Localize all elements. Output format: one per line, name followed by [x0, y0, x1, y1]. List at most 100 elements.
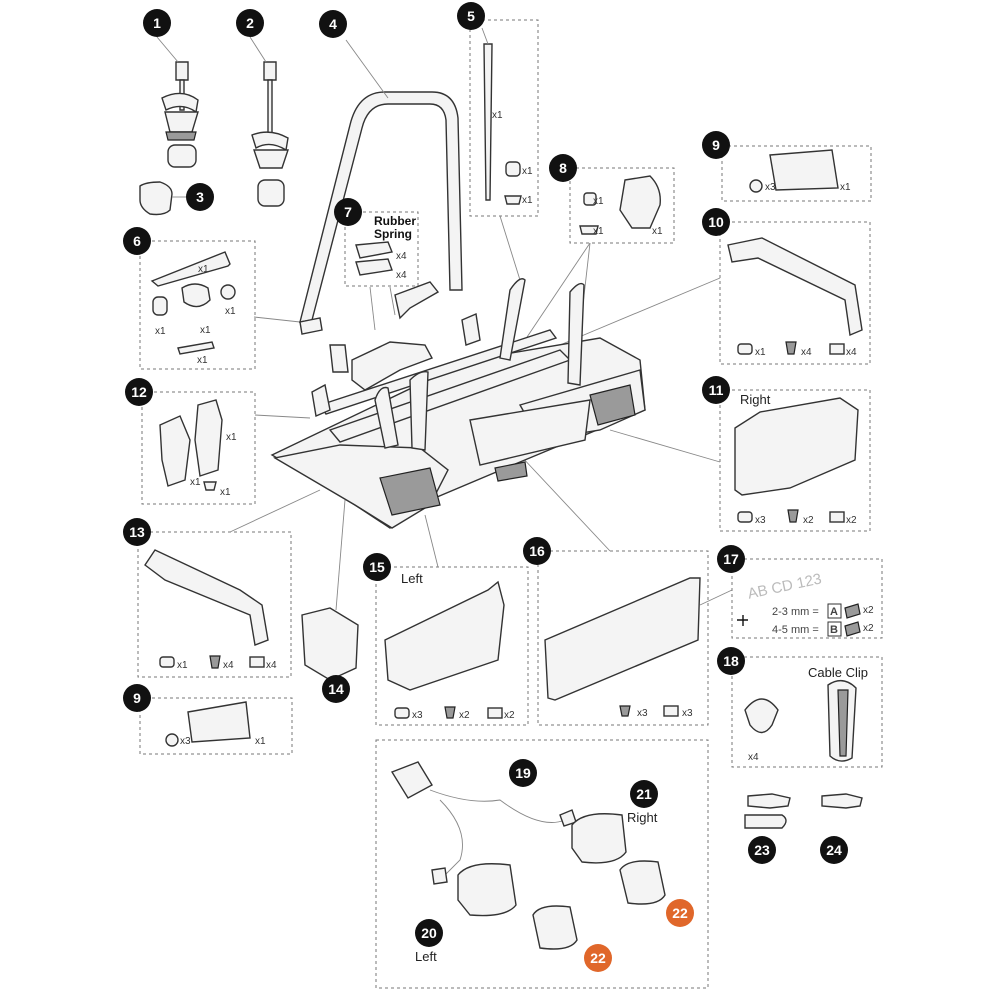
frame-part-7: [344, 211, 419, 287]
qty-p15-rivet: x2: [459, 710, 470, 721]
part-16-rear-plate: [544, 577, 701, 717]
part-20-left-light: [457, 863, 517, 917]
svg-text:20: 20: [421, 925, 437, 941]
cable-clip-label: Cable Clip: [808, 665, 868, 680]
svg-text:17: 17: [723, 551, 739, 567]
callout-22a: 22: [584, 944, 612, 972]
qty-p12-b: x1: [226, 432, 237, 443]
svg-text:1: 1: [153, 15, 161, 31]
qty-p16-rivet: x3: [637, 708, 648, 719]
part-22-lens-right: [619, 860, 666, 905]
svg-text:18: 18: [723, 653, 739, 669]
callout-12: 12: [125, 378, 153, 406]
part-6-tool-kit: [150, 251, 236, 355]
svg-text:7: 7: [344, 204, 352, 220]
svg-text:4: 4: [329, 16, 337, 32]
qty-p9a-part: x1: [840, 182, 851, 193]
frame-part-10: [719, 221, 871, 365]
left-label-15: Left: [401, 571, 423, 586]
svg-text:16: 16: [529, 543, 545, 559]
qty-p5-screw: x1: [522, 195, 533, 206]
part-2-long-frame-holder: [249, 36, 289, 207]
callout-4: 4: [319, 10, 347, 38]
qty-p11-nut: x2: [846, 515, 857, 526]
callout-2: 2: [236, 9, 264, 37]
callout-9a: 9: [702, 131, 730, 159]
bike-carrier-body: [270, 278, 646, 529]
frame-part-9b: [139, 697, 293, 755]
qty-p12-a: x1: [190, 477, 201, 488]
part-5-strap-kit: [481, 27, 522, 205]
part-12-clamp-brackets: [159, 399, 223, 491]
leader-lines: [229, 215, 733, 611]
part-9a-bracket: [749, 149, 839, 193]
callout-11: 11: [702, 376, 730, 404]
left-label-20: Left: [415, 949, 437, 964]
callout-10: 10: [702, 208, 730, 236]
qty-p15-screw: x3: [412, 710, 423, 721]
qty-p13-screw: x1: [177, 660, 188, 671]
callout-21: 21: [630, 780, 658, 808]
part-10-side-rail: [727, 237, 863, 355]
callout-20: 20: [415, 919, 443, 947]
qty-p13-nut: x4: [266, 660, 277, 671]
qty-p6-spacer: x1: [155, 326, 166, 337]
part-9b-bracket: [165, 701, 251, 747]
callout-22b: 22: [666, 899, 694, 927]
callout-3: 3: [186, 183, 214, 211]
svg-text:3: 3: [196, 189, 204, 205]
qty-p11-screw: x3: [755, 515, 766, 526]
svg-text:22: 22: [672, 905, 688, 921]
frame-part-6: [139, 240, 256, 370]
frame-part-12: [141, 391, 256, 505]
spacer-a-letter: A: [830, 606, 838, 618]
qty-p9b-screw: x3: [180, 736, 191, 747]
qty-p8-clip: x1: [652, 226, 663, 237]
qty-p5-strap: x1: [492, 110, 503, 121]
license-plate-text: AB CD 123: [746, 570, 823, 602]
part-19-lighting-harness: [390, 761, 577, 885]
svg-text:23: 23: [754, 842, 770, 858]
callout-13: 13: [123, 518, 151, 546]
callout-5: 5: [457, 2, 485, 30]
qty-p10-screw: x1: [755, 347, 766, 358]
callout-15: 15: [363, 553, 391, 581]
qty-p6-knob: x1: [200, 325, 211, 336]
callout-18: 18: [717, 647, 745, 675]
loading-arm: [299, 39, 463, 323]
svg-text:21: 21: [636, 786, 652, 802]
right-label-11: Right: [740, 392, 771, 407]
svg-text:15: 15: [369, 559, 385, 575]
arrows-icon: [737, 615, 748, 626]
rubber-spring-label-2: Spring: [374, 227, 412, 241]
svg-text:9: 9: [133, 690, 141, 706]
svg-text:22: 22: [590, 950, 606, 966]
part-15-left-light-housing: [384, 580, 505, 719]
part-13-left-rail: [144, 549, 269, 669]
callout-badges: 1 2 3 4 5 6 7 8 9 10 11 12 13 9 14 15 16…: [123, 2, 848, 972]
qty-p9a-screw: x3: [765, 182, 776, 193]
qty-p10-nut: x4: [846, 347, 857, 358]
frame-part-9a: [721, 145, 872, 202]
text-labels: Rubber Spring Right Left Cable Clip Righ…: [374, 214, 868, 964]
spacer-b-text: 4-5 mm =: [772, 624, 819, 636]
callout-14: 14: [322, 675, 350, 703]
callout-8: 8: [549, 154, 577, 182]
qty-p13-rivet: x4: [223, 660, 234, 671]
part-21-right-light: [571, 813, 627, 864]
part-8-clamp-kit: [579, 175, 661, 235]
svg-text:14: 14: [328, 681, 344, 697]
svg-text:19: 19: [515, 765, 531, 781]
qty-p10-rivet: x4: [801, 347, 812, 358]
qty-p12-screw: x1: [220, 487, 231, 498]
svg-text:10: 10: [708, 214, 724, 230]
frame-part-17: [731, 558, 883, 639]
part-1-frame-holder: [156, 36, 199, 168]
frame-part-13: [137, 531, 292, 678]
frame-part-15: [375, 566, 529, 726]
callout-19: 19: [509, 759, 537, 787]
frame-part-11: [719, 389, 871, 532]
svg-text:24: 24: [826, 842, 842, 858]
part-7-rubber-spring: [355, 241, 440, 331]
qty-p6-bolt: x1: [197, 355, 208, 366]
